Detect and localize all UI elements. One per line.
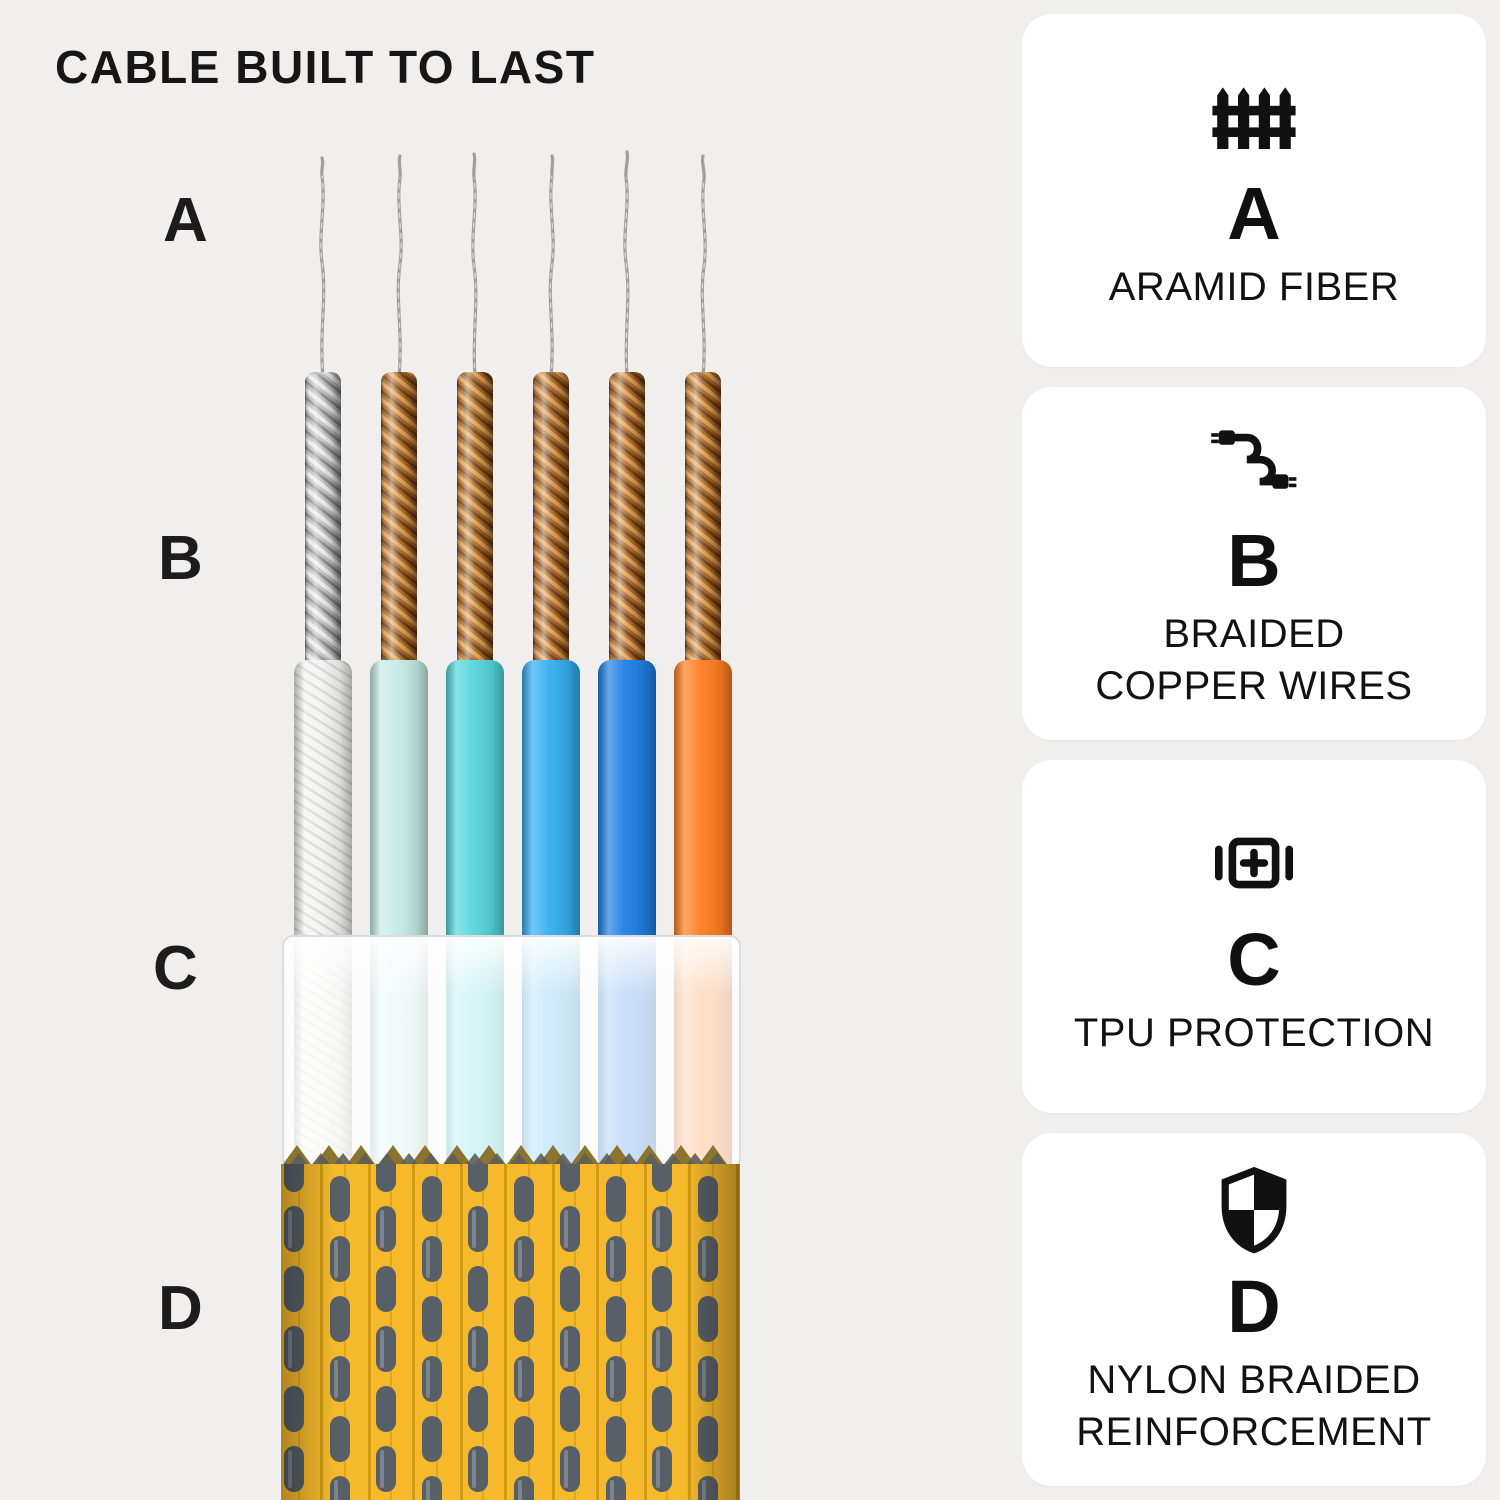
caption-line: NYLON BRAIDED [1087, 1357, 1421, 1402]
shield-icon [1206, 1162, 1302, 1258]
card-letter: B [1227, 518, 1281, 602]
aramid-fibers [319, 150, 707, 380]
caption-line: TPU PROTECTION [1073, 1010, 1435, 1055]
cable-icon [1206, 416, 1302, 512]
legend-cards: A ARAMID FIBER [1022, 14, 1486, 1486]
protective-film-icon [1206, 815, 1302, 911]
card-caption: ARAMID FIBER [1109, 261, 1399, 313]
card-caption: BRAIDED COPPER WIRES [1095, 608, 1412, 712]
diagram-label-d: D [158, 1274, 203, 1343]
caption-line: BRAIDED [1163, 611, 1345, 656]
fence-icon [1206, 69, 1302, 165]
nylon-sheath [281, 1145, 740, 1500]
legend-card-nylon: D NYLON BRAIDED REINFORCEMENT [1022, 1133, 1486, 1486]
card-letter: C [1227, 917, 1281, 1001]
caption-line: COPPER WIRES [1095, 663, 1413, 708]
legend-card-copper: B BRAIDED COPPER WIRES [1022, 387, 1486, 740]
caption-line: REINFORCEMENT [1076, 1409, 1432, 1454]
card-caption: NYLON BRAIDED REINFORCEMENT [1076, 1354, 1431, 1458]
frayed-edge [288, 1153, 740, 1167]
tpu-layer [282, 935, 741, 1169]
card-letter: A [1227, 171, 1281, 255]
page-title: CABLE BUILT TO LAST [55, 41, 596, 93]
card-caption: TPU PROTECTION [1074, 1007, 1434, 1059]
braided-copper-section [305, 372, 721, 684]
diagram-label-b: B [158, 524, 203, 593]
diagram-label-a: A [163, 186, 208, 255]
caption-line: ARAMID FIBER [1108, 264, 1400, 309]
legend-card-aramid: A ARAMID FIBER [1022, 14, 1486, 367]
card-letter: D [1227, 1264, 1281, 1348]
legend-card-tpu: C TPU PROTECTION [1022, 760, 1486, 1113]
diagram-label-c: C [153, 934, 198, 1003]
